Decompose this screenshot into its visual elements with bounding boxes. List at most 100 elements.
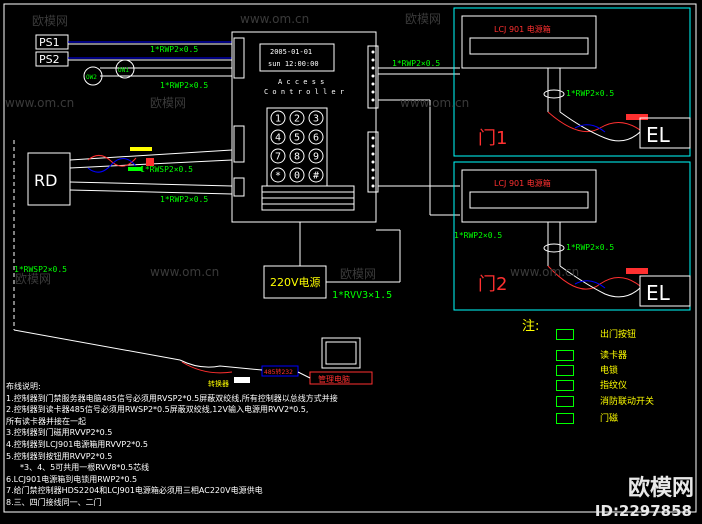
legend-label: 消防联动开关: [600, 397, 655, 407]
wiring-notes: 布线说明: 1.控制器到门禁服务器电脑485信号必须用RVSP2*0.5屏蔽双绞…: [6, 381, 338, 509]
keypad-key-label: 7: [275, 152, 281, 163]
legend-label: 指纹仪: [600, 381, 628, 391]
keypad-key-label: 3: [313, 114, 319, 125]
legend-label: 电锁: [600, 366, 619, 376]
cable-label-door1: 1*RWP2×0.5: [392, 59, 440, 68]
legend-item-exit-button: 出门按钮: [556, 327, 636, 340]
door2-label: 门2: [478, 274, 507, 295]
watermark-site: www.om.cn: [400, 96, 470, 110]
rs485-converter: [261, 365, 299, 377]
watermark-brand: 欧模网: [405, 12, 442, 26]
cable-label-door1-lock: 1*RWP2×0.5: [566, 89, 614, 98]
watermark-brand: 欧模网: [150, 96, 187, 110]
management-pc-label: 管理电脑: [318, 374, 350, 384]
legend-item-fingerprint: 指纹仪: [556, 378, 627, 391]
keypad-key-label: #: [313, 171, 319, 182]
controller-title-line2: C o n t r o l l e r: [264, 88, 344, 96]
controller-date: 2005-01-01: [270, 48, 312, 56]
cable-label-door2-lock: 1*RWP2×0.5: [566, 243, 614, 252]
keypad-key-label: 5: [294, 133, 300, 144]
cable-label-power: 1*RVV3×1.5: [332, 290, 392, 301]
keypad-key: [308, 129, 324, 145]
legend-title: 注:: [522, 319, 539, 334]
note-line: *3、4、5可共用一根RVV8*0.5芯线: [20, 463, 150, 473]
watermark-brand: 欧模网: [32, 14, 69, 28]
brand-watermark-id: ID:2297858: [594, 502, 692, 520]
note-line: 6.LCJ901电源箱到电锁用RWP2*0.5: [6, 474, 138, 484]
cable-label-door2: 1*RWP2×0.5: [454, 231, 502, 240]
cable-label-reader: 1*RWSP2×0.5: [140, 165, 193, 174]
drawing-border: [3, 3, 697, 513]
legend-item-door-contact: 门磁: [556, 411, 618, 424]
keypad-key: [289, 167, 305, 183]
door2-frame: [453, 161, 691, 311]
legend-label: 门磁: [600, 414, 619, 424]
note-line: 布线说明:: [6, 382, 41, 391]
card-reader-box: [27, 152, 71, 206]
on1-label: ON1: [118, 67, 129, 74]
keypad-key: [289, 129, 305, 145]
door1-lock-power-box: [461, 15, 597, 69]
ps2-label: PS2: [39, 53, 60, 66]
note-line: 所有读卡器并接在一起: [6, 416, 86, 426]
door2-lock-power-box: [461, 169, 597, 223]
note-line: 4.控制器到LCJ901电源箱用RVVP2*0.5: [6, 439, 149, 449]
management-pc-monitor: [321, 337, 361, 369]
keypad-key: [308, 167, 324, 183]
legend-label: 读卡器: [600, 351, 628, 361]
on1-switch: [115, 59, 135, 79]
cable-label-top-left-2: 1*RWP2×0.5: [160, 81, 208, 90]
keypad-key-label: 1: [275, 114, 281, 125]
rs485-converter-label: 485转232: [264, 368, 293, 376]
keypad-key-label: *: [275, 171, 281, 182]
keypad-key: [270, 167, 286, 183]
keypad-key: [270, 129, 286, 145]
door1-electric-lock: [639, 117, 691, 149]
door1-lock-box-title: LCJ 901 电源箱: [494, 24, 551, 34]
legend-item-reader: 读卡器: [556, 348, 627, 361]
note-line: 1.控制器到门禁服务器电脑485信号必须用RVSP2*0.5屏蔽双绞线,所有控制…: [6, 393, 338, 403]
note-line: 2.控制器到读卡器485信号必须用RWSP2*0.5屏蔽双绞线,12V输入电源用…: [6, 405, 309, 415]
keypad-key-label: 0: [294, 171, 300, 182]
legend-label: 出门按钮: [600, 330, 637, 340]
ow2-switch: [83, 66, 103, 86]
door2-electric-lock: [639, 275, 691, 307]
watermark-brand: 欧模网: [340, 267, 377, 281]
watermark-site: www.om.cn: [240, 12, 310, 26]
keypad-key: [270, 110, 286, 126]
controller-title-line1: A c c e s s: [278, 78, 324, 86]
keypad-key: [289, 148, 305, 164]
converter-label: 转换器: [208, 379, 229, 388]
door1-frame: [453, 7, 691, 157]
cable-label-top-left: 1*RWP2×0.5: [150, 45, 198, 54]
watermark-site: www.om.cn: [150, 265, 220, 279]
keypad-key-label: 9: [313, 152, 319, 163]
keypad-key-label: 4: [275, 133, 281, 144]
door1-label: 门1: [478, 128, 507, 149]
keypad-key-label: 8: [294, 152, 300, 163]
legend-item-fire-switch: 消防联动开关: [556, 394, 654, 407]
controller-keypad: 1 2 3 4 5 6 7 8 9 * 0 #: [266, 107, 328, 187]
keypad-key: [308, 110, 324, 126]
access-controller-box: [231, 31, 377, 223]
keypad-key-label: 6: [313, 133, 319, 144]
note-line: 3.控制器到门磁用RVVP2*0.5: [6, 428, 113, 438]
ps2-box: [35, 51, 69, 67]
controller-display: [259, 43, 335, 72]
card-reader-label: RD: [34, 171, 57, 190]
controller-time: sun 12:00:00: [268, 60, 319, 68]
brand-watermark: 欧模网: [627, 476, 694, 501]
watermark-site: www.om.cn: [510, 265, 580, 279]
keypad-key: [308, 148, 324, 164]
note-line: 8.三、四门接线同一、二门: [6, 497, 102, 507]
legend-item-lock: 电锁: [556, 363, 618, 376]
ps1-label: PS1: [39, 36, 60, 49]
power-supply-label: 220V电源: [270, 275, 321, 289]
keypad-key: [270, 148, 286, 164]
door2-lock-box-title: LCJ 901 电源箱: [494, 178, 551, 188]
ow2-label: OW2: [86, 74, 97, 81]
keypad-key-label: 2: [294, 114, 300, 125]
keypad-key: [289, 110, 305, 126]
